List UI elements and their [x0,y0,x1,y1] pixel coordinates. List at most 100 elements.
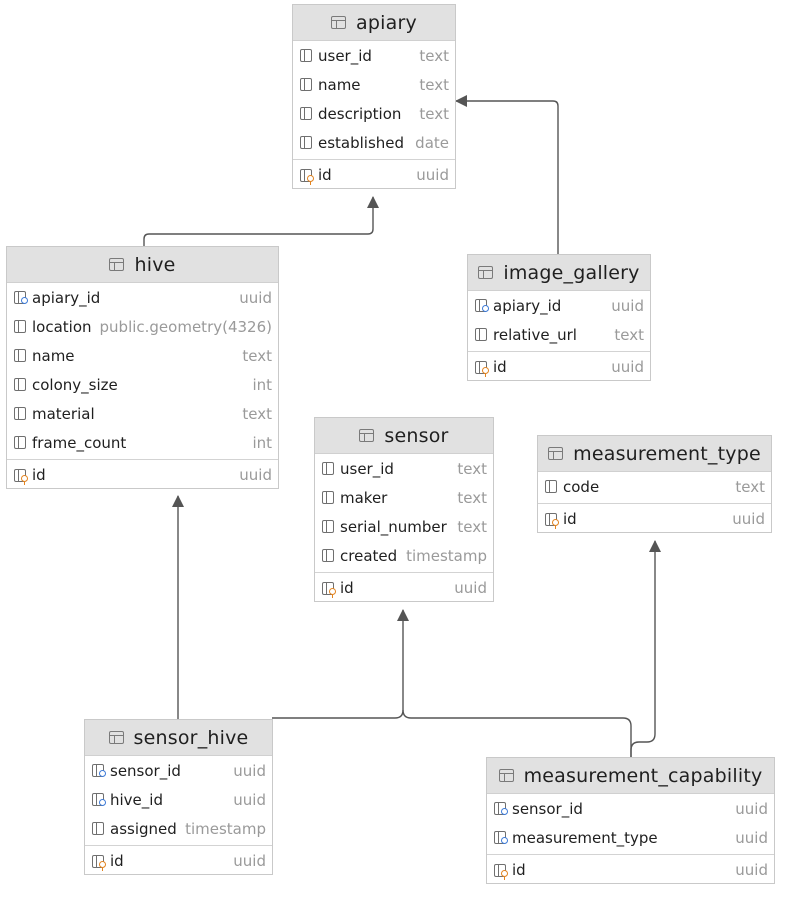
column-name: id [340,579,354,597]
column-row[interactable]: maker text [315,483,493,512]
column-icon [321,461,336,476]
column-row[interactable]: hive_id uuid [85,785,272,814]
column-name: apiary_id [493,296,562,315]
table-title: sensor_hive [133,726,249,749]
column-icon [13,435,28,450]
column-type: text [457,517,487,536]
column-name: user_id [318,46,372,65]
column-type: uuid [454,579,487,597]
column-row[interactable]: sensor_id uuid [487,794,774,823]
column-icon [321,490,336,505]
column-row[interactable]: material text [7,399,278,428]
column-name: id [318,166,332,184]
column-name: created [340,546,398,565]
column-icon [299,48,314,63]
column-icon [321,548,336,563]
column-name: apiary_id [32,288,101,307]
column-name: relative_url [493,325,577,344]
column-row[interactable]: name text [7,341,278,370]
column-type: text [242,346,272,365]
column-row[interactable]: name text [293,70,455,99]
column-type: text [419,75,449,94]
column-icon [13,377,28,392]
column-type: uuid [239,466,272,484]
primary-key-column-icon [91,854,106,871]
column-name: serial_number [340,517,447,536]
column-name: frame_count [32,433,127,452]
column-icon [299,106,314,121]
column-name: hive_id [110,790,163,809]
column-type: uuid [239,288,272,307]
column-row[interactable]: serial_number text [315,512,493,541]
column-name: name [32,346,75,365]
table-title: measurement_type [573,442,761,465]
column-type: text [735,477,765,496]
primary-key-row[interactable]: id uuid [487,854,774,883]
edge-hive-apiary [143,196,379,246]
column-type: uuid [233,852,266,870]
foreign-key-column-icon [91,792,106,807]
column-type: uuid [233,761,266,780]
foreign-key-column-icon [493,830,508,845]
table-title: sensor [384,424,449,447]
column-type: text [457,488,487,507]
column-row[interactable]: frame_count int [7,428,278,457]
table-icon [548,447,564,460]
primary-key-row[interactable]: id uuid [85,845,272,874]
column-type: uuid [233,790,266,809]
column-icon [13,348,28,363]
column-name: id [512,861,526,879]
column-name: maker [340,488,388,507]
primary-key-column-icon [299,168,314,185]
column-row[interactable]: apiary_id uuid [7,283,278,312]
column-type: text [242,404,272,423]
column-icon [321,519,336,534]
primary-key-column-icon [13,468,28,485]
column-type: int [252,375,272,394]
column-name: established [318,133,405,152]
column-name: material [32,404,95,423]
column-name: sensor_id [512,799,583,818]
column-name: assigned [110,819,177,838]
column-name: user_id [340,459,394,478]
table-title: measurement_capability [523,764,763,787]
column-name: id [110,852,124,870]
column-type: uuid [735,861,768,879]
column-type: uuid [732,510,765,528]
column-name: name [318,75,361,94]
column-type: uuid [735,799,768,818]
column-icon [91,821,106,836]
column-type: int [252,433,272,452]
foreign-key-column-icon [493,801,508,816]
column-name: location [32,317,92,336]
primary-key-row[interactable]: id uuid [315,572,493,601]
foreign-key-column-icon [474,298,489,313]
primary-key-column-icon [493,863,508,880]
column-icon [299,135,314,150]
table-title: hive [134,253,176,276]
